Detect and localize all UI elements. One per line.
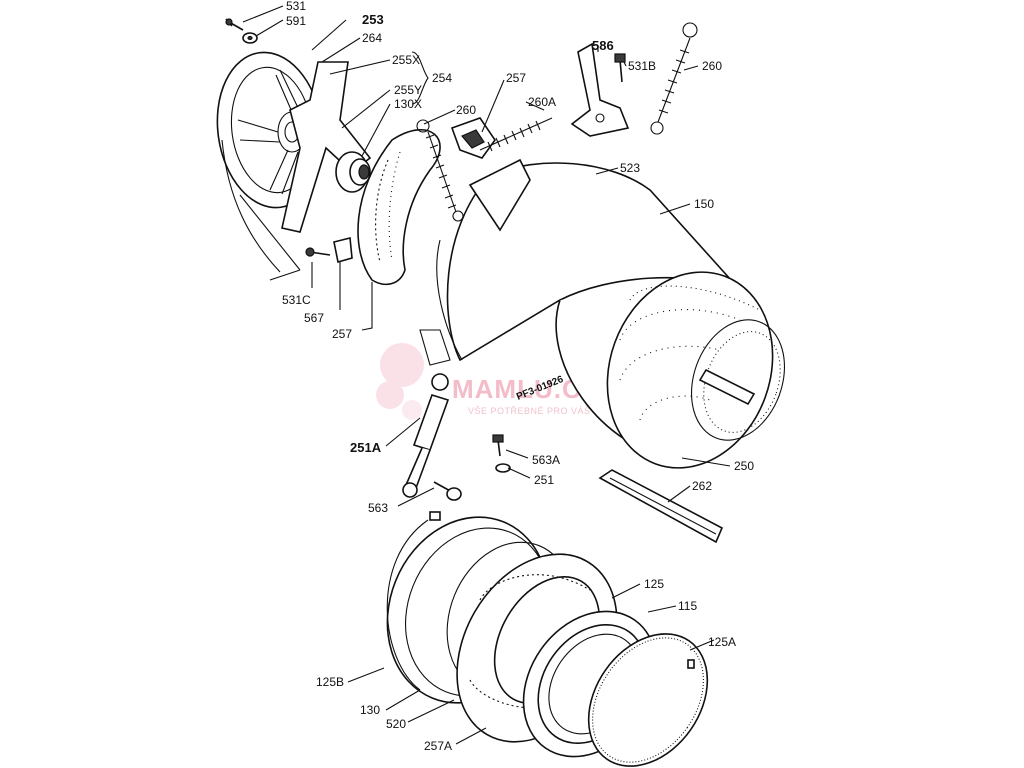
washer-251 bbox=[495, 463, 511, 473]
spring-260a bbox=[479, 117, 553, 152]
label-254: 254 bbox=[432, 71, 452, 85]
label-125a: 125A bbox=[708, 635, 736, 649]
label-255x: 255X bbox=[392, 53, 420, 67]
label-257-left: 257 bbox=[332, 327, 352, 341]
label-125b: 125B bbox=[316, 675, 344, 689]
watermark-subtitle: VŠE POTŘEBNÉ PRO VÁŠ DOMOV bbox=[468, 406, 630, 416]
drum-250 bbox=[606, 271, 786, 469]
label-260-mid: 260 bbox=[456, 103, 476, 117]
bolt-531c bbox=[305, 247, 331, 257]
label-586: 586 bbox=[592, 38, 614, 53]
screw-531 bbox=[225, 18, 244, 31]
bracket-262 bbox=[598, 469, 724, 544]
label-257a: 257A bbox=[424, 739, 452, 753]
clamp-125b bbox=[386, 511, 441, 691]
label-253: 253 bbox=[362, 12, 384, 27]
bolt-531b bbox=[614, 53, 626, 83]
label-115: 115 bbox=[678, 599, 697, 613]
washer-591 bbox=[242, 32, 258, 44]
label-563: 563 bbox=[368, 501, 388, 515]
label-523: 523 bbox=[620, 161, 640, 175]
label-563a: 563A bbox=[532, 453, 560, 467]
label-264: 264 bbox=[362, 31, 382, 45]
label-262: 262 bbox=[692, 479, 712, 493]
label-260-right: 260 bbox=[702, 59, 722, 73]
label-531: 531 bbox=[286, 0, 306, 13]
clamp-ring-125a bbox=[587, 633, 709, 767]
label-255y: 255Y bbox=[394, 83, 422, 97]
counterweight-left bbox=[357, 128, 441, 286]
label-251: 251 bbox=[534, 473, 554, 487]
drum-spider bbox=[281, 61, 372, 233]
watermark-logo-icon bbox=[376, 343, 424, 420]
label-520: 520 bbox=[386, 717, 406, 731]
spring-260-right bbox=[650, 22, 698, 135]
counterweight-top bbox=[450, 117, 496, 159]
leader-lines bbox=[242, 5, 731, 745]
shock-absorber-251a bbox=[402, 373, 450, 498]
watermark: MAMLU.CZ VŠE POTŘEBNÉ PRO VÁŠ DOMOV bbox=[376, 343, 630, 420]
bolt-563 bbox=[433, 481, 462, 501]
label-591: 591 bbox=[286, 14, 306, 28]
part-labels: 531 591 253 264 255X 254 255Y 130X 257 2… bbox=[282, 0, 754, 753]
label-130: 130 bbox=[360, 703, 380, 717]
bolt-563a bbox=[492, 434, 504, 457]
label-250: 250 bbox=[734, 459, 754, 473]
bracket-586 bbox=[570, 42, 630, 137]
label-257-top: 257 bbox=[506, 71, 526, 85]
label-567: 567 bbox=[304, 311, 324, 325]
label-130x: 130X bbox=[394, 97, 422, 111]
bracket-567 bbox=[333, 236, 353, 264]
label-531c: 531C bbox=[282, 293, 311, 307]
label-531b: 531B bbox=[628, 59, 656, 73]
label-125: 125 bbox=[644, 577, 664, 591]
label-260a: 260A bbox=[528, 95, 556, 109]
label-251a: 251A bbox=[350, 440, 382, 455]
label-150: 150 bbox=[694, 197, 714, 211]
